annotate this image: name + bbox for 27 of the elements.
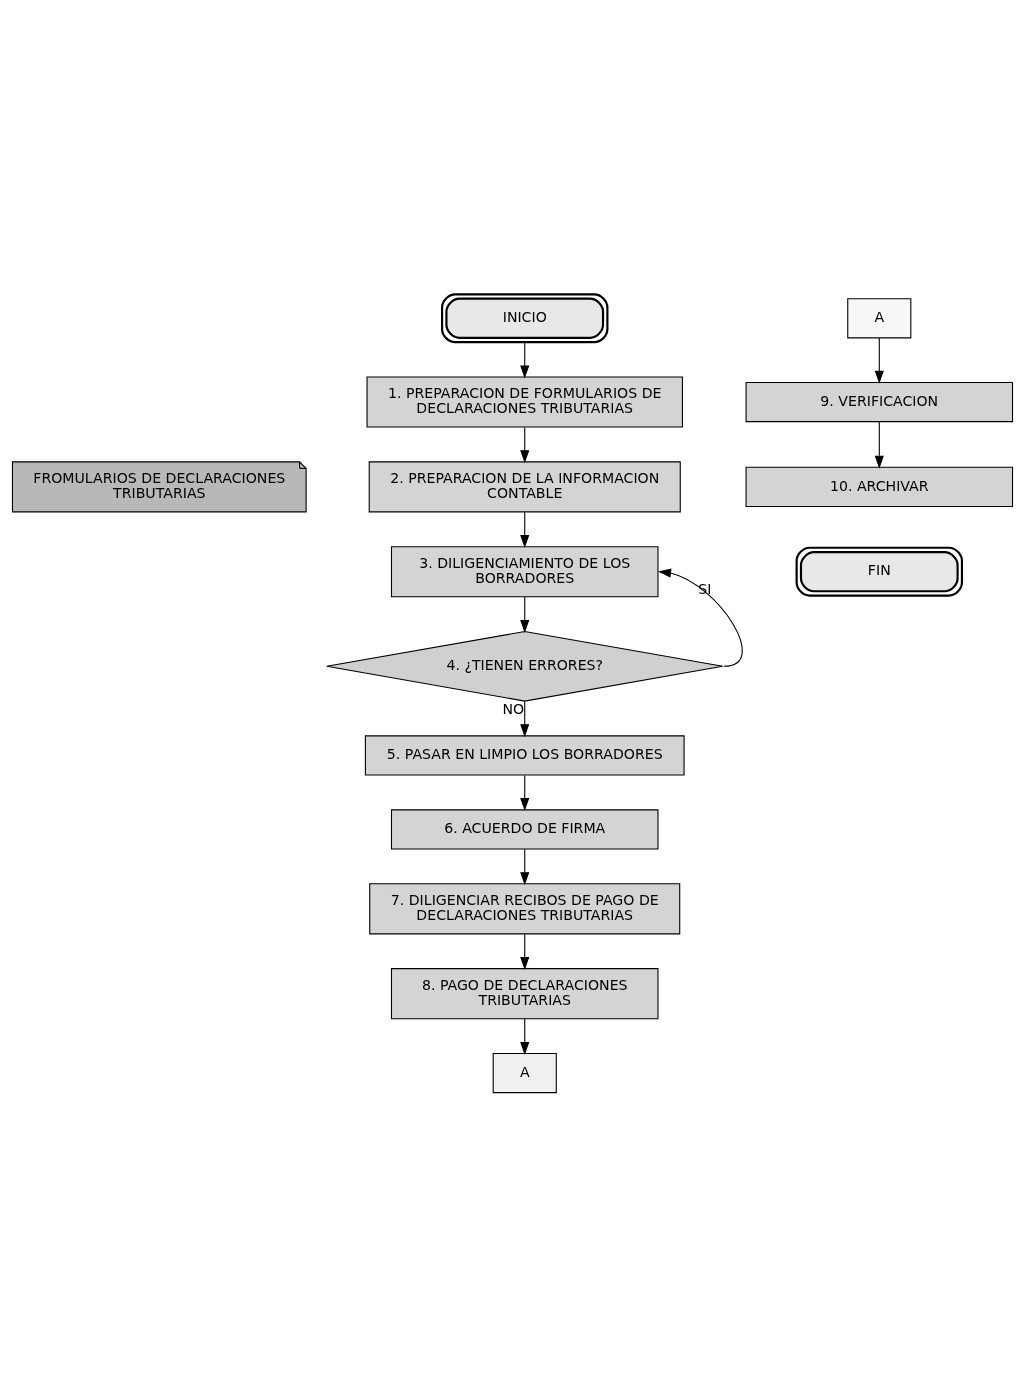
arrow: [520, 596, 530, 634]
node-box: 6. ACUERDO DE FIRMA: [390, 809, 659, 850]
arrow: [657, 568, 743, 667]
node-box: A: [492, 1052, 557, 1094]
node-box: 9. VERIFICACION: [745, 381, 1014, 423]
arrow: [520, 933, 530, 971]
node-box: A: [847, 298, 912, 339]
node-box: 7. DILIGENCIAR RECIBOS DE PAGO DE DECLARACIONES TRIBUTARIAS: [369, 883, 681, 935]
arrow: [520, 511, 530, 549]
arrow: [520, 426, 530, 464]
node-box: FIN: [795, 546, 964, 597]
arrow: [520, 1018, 530, 1056]
arrow: [874, 421, 884, 469]
node-box: 8. PAGO DE DECLARACIONES TRIBUTARIAS: [390, 968, 659, 1020]
arrow: [520, 700, 530, 738]
node-box: 2. PREPARACION DE LA INFORMACION CONTABLE: [368, 461, 681, 513]
node-box: INICIO: [441, 293, 609, 344]
edge-label: NO: [502, 701, 525, 718]
arrow: [520, 848, 530, 886]
node-box: 5. PASAR EN LIMPIO LOS BORRADORES: [364, 735, 685, 776]
node-box: 10. ARCHIVAR: [745, 466, 1014, 507]
arrow: [874, 337, 884, 384]
node-box: 1. PREPARACION DE FORMULARIOS DE DECLARACIONES TRIBUTARIAS: [366, 376, 683, 428]
node-diamond: 4. ¿TIENEN ERRORES?: [326, 630, 724, 702]
node-box: 3. DILIGENCIAMIENTO DE LOS BORRADORES: [390, 546, 659, 598]
arrow: [520, 774, 530, 812]
arrow: [520, 341, 530, 379]
